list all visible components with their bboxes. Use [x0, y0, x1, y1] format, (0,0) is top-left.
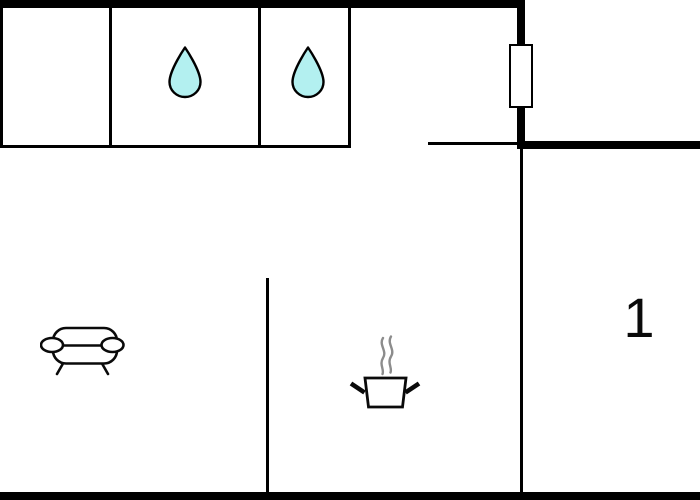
water-drop-shape: [291, 46, 325, 99]
steam-wave-left: [380, 336, 386, 376]
wall-bottom: [0, 492, 700, 500]
pot-body: [363, 376, 408, 409]
sofa-arm-left: [40, 336, 65, 354]
cooking-pot-icon: [349, 335, 421, 409]
wall-entry-lower: [517, 105, 525, 149]
room-storage: [3, 8, 109, 145]
water-drop-shape: [168, 46, 202, 99]
wall-bedroom-left: [519, 141, 523, 492]
water-drop-icon: [168, 46, 202, 99]
sofa-arm-right: [100, 336, 125, 354]
sofa-leg-left: [55, 362, 65, 376]
pot-handle-right: [404, 381, 421, 395]
wall-bathroom-divider-2: [258, 0, 261, 148]
pot-handle-left: [349, 381, 366, 395]
room-bedroom-1: [523, 149, 700, 492]
wall-bathrooms-bottom: [0, 145, 351, 148]
room-kitchen: [269, 149, 519, 492]
wall-left-upper: [0, 0, 3, 148]
wall-bathroom-divider-1: [109, 0, 112, 148]
sofa-icon: [40, 326, 125, 376]
steam-wave-right: [388, 335, 394, 374]
bedroom-number-label: 1: [623, 286, 655, 349]
wall-top: [0, 0, 523, 8]
water-drop-icon: [291, 46, 325, 99]
wall-entry-upper: [517, 0, 525, 47]
wall-hall-partition: [428, 142, 520, 145]
wall-bedroom-top: [519, 141, 700, 149]
sofa-leg-right: [100, 362, 110, 376]
window-icon: [509, 44, 533, 108]
wall-living-kitchen-divider: [266, 278, 269, 492]
room-living: [0, 149, 266, 492]
wall-bathroom-right: [348, 0, 351, 148]
